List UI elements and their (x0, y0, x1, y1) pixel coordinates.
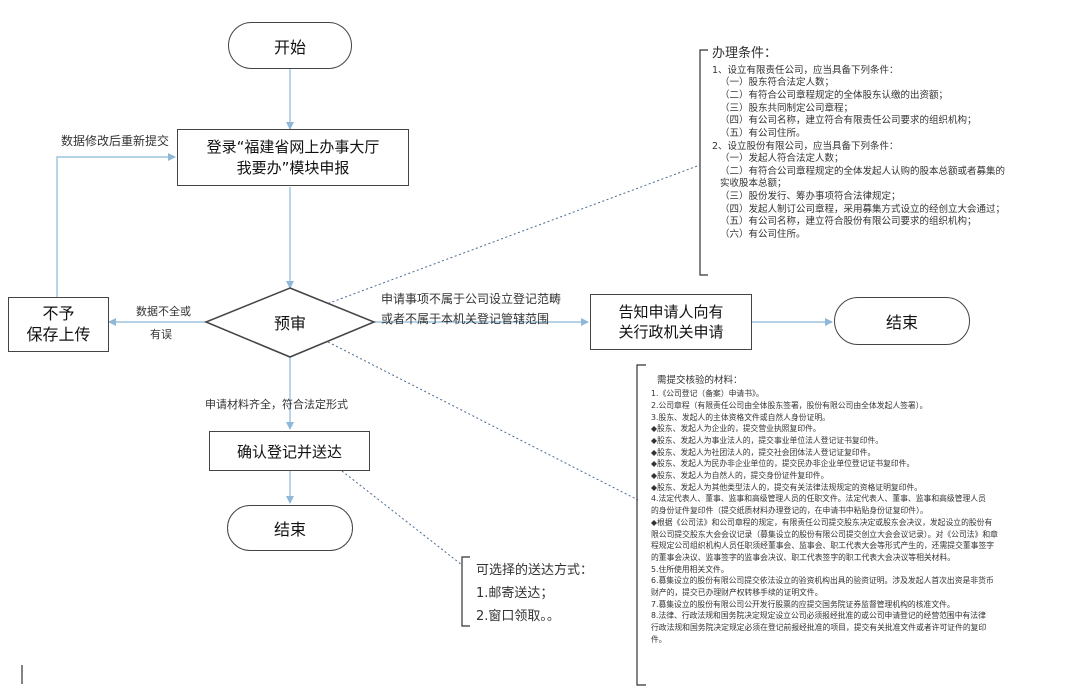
dotted-review-to-conditions (323, 164, 701, 306)
conditions-title: 办理条件： (712, 46, 778, 61)
materials-line: 的董事会决议、监事签字的监事会决议、职工代表签字的职工代表大会决议等相关材料。 (651, 552, 956, 562)
outside-scope-label-line1: 申请事项不属于公司设立登记范畴 (381, 292, 562, 306)
dotted-review-to-materials (323, 339, 639, 501)
review-node: 预审 (250, 308, 330, 336)
dotted-confirm-to-delivery (341, 470, 463, 566)
materials-line: ◆股东、发起人为企业的，提交营业执照复印件。 (651, 424, 821, 434)
materials-line: ◆股东、发起人为社团法人的，提交社会团体法人登记证复印件。 (651, 447, 876, 457)
login-node: 登录“福建省网上办事大厅 我要办”模块申报 (177, 129, 409, 186)
materials-line: ◆股东、发起人为自然人的，提交身份证件复印件。 (651, 471, 829, 481)
materials-line: 的身份证件复印件（提交纸质材料办理登记的，在申请书中粘贴身份证复印件）。 (651, 506, 928, 516)
conditions-line: （五）有公司住所。 (720, 127, 806, 139)
end-node-bottom: 结束 (227, 505, 353, 551)
conditions-note: 办理条件： 1、设立有限责任公司，应当具备下列条件： （一）股东符合法定人数； … (712, 44, 1072, 242)
conditions-line: （五）有公司名称，建立符合股份有限公司要求的组织机构； (720, 216, 977, 228)
conditions-line: （二）有符合公司章程规定的全体股东认缴的出资额； (720, 90, 949, 102)
materials-line: ◆股东、发起人为民办非企业单位的，提交民办非企业单位登记证书复印件。 (651, 459, 915, 469)
end-bottom-label: 结束 (273, 520, 306, 539)
materials-line: 5.住所使用相关文件。 (651, 564, 729, 574)
notify-label-line1: 告知申请人向有 (618, 302, 724, 321)
delivery-bracket (461, 556, 470, 627)
conditions-line: （一）发起人符合法定人数； (720, 153, 844, 165)
conditions-line: （一）股东符合法定人数； (720, 77, 835, 89)
conditions-bracket (699, 49, 708, 276)
conditions-line: （二）有符合公司章程规定的全体发起人认购的股本总额或者募集的 (720, 165, 1006, 177)
materials-line: 1.《公司登记（备案）申请书》。 (651, 389, 764, 399)
materials-line: 7.募集设立的股份有限公司公开发行股票的应提交国务院证券监督管理机构的核准文件。 (651, 599, 955, 609)
incomplete-label-line1: 数据不全或 (136, 305, 191, 318)
end-right-label: 结束 (885, 313, 918, 332)
conditions-line: 1、设立有限责任公司，应当具备下列条件： (712, 64, 899, 76)
review-label: 预审 (273, 314, 306, 333)
reject-label-line2: 保存上传 (26, 324, 91, 344)
materials-line: ◆根据《公司法》和公司章程的规定，有限责任公司提交股东决定或股东会决议，发起设立… (651, 517, 993, 527)
conditions-line: （四）发起人制订公司章程，采用募集方式设立的经创立大会通过； (720, 203, 1006, 215)
outside-scope-label-line2: 或者不属于本机关登记管辖范围 (381, 312, 550, 326)
delivery-option: 2.窗口领取。。 (476, 608, 560, 624)
notify-node: 告知申请人向有 关行政机关申请 (590, 294, 752, 350)
materials-note: 需提交核验的材料： 1.《公司登记（备案）申请书》。 2.公司章程（有限责任公司… (651, 374, 1080, 685)
materials-line: 件。 (651, 634, 667, 644)
start-node: 开始 (228, 22, 352, 69)
materials-title: 需提交核验的材料： (657, 375, 743, 386)
delivery-note: 可选择的送达方式： 1.邮寄送达； 2.窗口领取。。 (476, 560, 593, 628)
incomplete-label-line2: 有误 (150, 328, 172, 341)
materials-line: 限公司提交股东大会会议记录（募集设立的股份有限公司提交创立大会会议记录）。对《公… (651, 529, 998, 539)
arrow-reject-to-login (56, 153, 176, 297)
conditions-line: 2、设立股份有限公司，应当具备下列条件： (712, 140, 899, 152)
materials-line: 2.公司章程（有限责任公司由全体股东签署，股份有限公司由全体发起人签署）。 (651, 400, 928, 410)
delivery-title: 可选择的送达方式： (476, 563, 594, 578)
materials-line: ◆股东、发起人为其他类型法人的，提交有关法律法规规定的资格证明复印件。 (651, 482, 923, 492)
confirm-node: 确认登记并送达 (209, 431, 370, 471)
login-label-line2: 我要办”模块申报 (236, 158, 350, 177)
conditions-line: （四）有公司名称，建立符合有限责任公司要求的组织机构； (720, 115, 977, 127)
conditions-line: （三）股份发行、筹办事项符合法律规定； (720, 191, 901, 203)
materials-bracket (636, 364, 646, 686)
reject-node: 不予 保存上传 (8, 297, 109, 352)
login-label-line1: 登录“福建省网上办事大厅 (206, 138, 380, 157)
materials-line: 程规定公司组织机构人员任职须经董事会、监事会、职工代表大会等形式产生的，还需提交… (651, 541, 995, 551)
materials-line: 财产的，提交已办理财产权转移手续的证明文件。 (651, 587, 823, 597)
notify-label-line2: 关行政机关申请 (618, 323, 724, 341)
start-label: 开始 (273, 37, 306, 57)
complete-label: 申请材料齐全，符合法定形式 (205, 398, 348, 411)
materials-line: 3.股东、发起人的主体资格文件或自然人身份证明。 (651, 412, 830, 422)
reject-label-line1: 不予 (42, 303, 75, 323)
materials-line: ◆股东、发起人为事业法人的，提交事业单位法人登记证书复印件。 (651, 436, 884, 445)
conditions-line: （六）有公司住所。 (720, 228, 806, 240)
conditions-line: 实收股本总额； (720, 178, 787, 190)
delivery-option: 1.邮寄送达； (476, 585, 554, 601)
materials-line: 4.法定代表人、董事、监事和高级管理人员的任职文件。法定代表人、董事、监事和高级… (651, 494, 986, 504)
conditions-line: （三）股东共同制定公司章程； (720, 102, 854, 114)
review-diamond-shape (204, 287, 376, 358)
resubmit-label: 数据修改后重新提交 (61, 134, 170, 148)
materials-line: 行政法规和国务院决定规定必须在登记前报经批准的项目，提交有关批准文件或者许可证件… (651, 623, 987, 632)
materials-line: 8.法律、行政法规和国务院决定规定设立公司必须报经批准的或公司申请登记的经营范围… (651, 611, 986, 621)
end-node-right: 结束 (834, 297, 970, 345)
materials-line: 6.募集设立的股份有限公司提交依法设立的验资机构出具的验资证明。涉及发起人首次出… (651, 576, 994, 586)
confirm-label: 确认登记并送达 (236, 442, 342, 461)
